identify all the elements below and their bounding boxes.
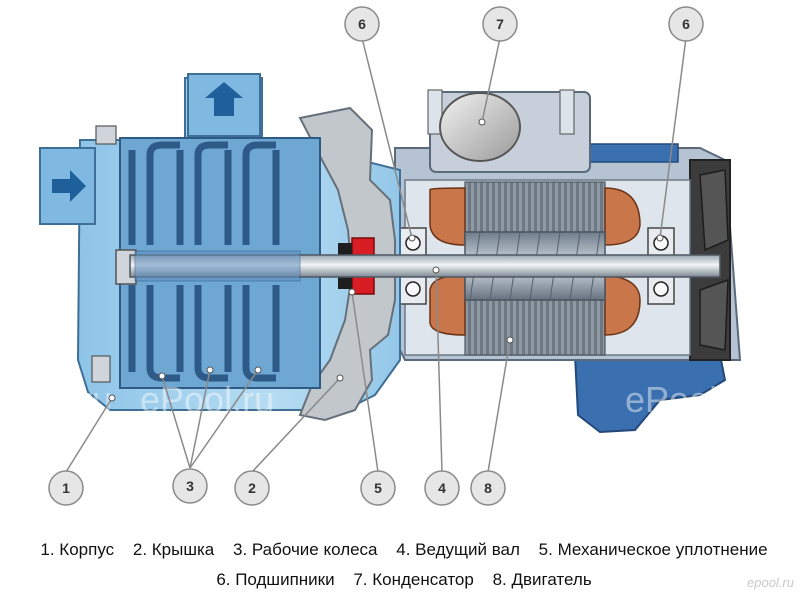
legend-item-cover: 2. Крышка <box>132 540 215 559</box>
stator-bottom <box>464 299 606 356</box>
callout-6-rear-bearing: 6 <box>668 6 704 42</box>
leader-1 <box>65 397 113 473</box>
impellers-lower <box>128 285 280 382</box>
legend-item-bearings: 6. Подшипники <box>216 570 335 589</box>
svg-text:8: 8 <box>484 480 492 496</box>
leader-8 <box>487 339 511 473</box>
winding-right-bottom <box>604 274 641 336</box>
winding-right-top <box>604 187 641 246</box>
leader-3a <box>161 375 191 469</box>
legend-item-capacitor: 7. Конденсатор <box>353 570 474 589</box>
leader-lines <box>65 37 687 473</box>
legend-row-2: 6. Подшипники 7. Конденсатор 8. Двигател… <box>0 570 808 590</box>
stator-top <box>464 181 606 233</box>
shaft-splines <box>134 250 301 282</box>
legend-item-motor: 8. Двигатель <box>492 570 592 589</box>
callout-4: 4 <box>424 470 460 506</box>
svg-text:2: 2 <box>248 480 256 496</box>
capacitor-screw-right <box>559 89 575 135</box>
arrow-right-icon <box>52 170 86 202</box>
leader-6a <box>361 37 413 239</box>
svg-text:4: 4 <box>438 480 446 496</box>
legend-item-impellers: 3. Рабочие колеса <box>233 540 378 559</box>
svg-text:7: 7 <box>496 16 504 32</box>
capacitor <box>439 92 521 162</box>
callout-8: 8 <box>470 470 506 506</box>
impellers-upper <box>128 141 280 245</box>
svg-text:6: 6 <box>358 16 366 32</box>
watermark-4: ePool.ru <box>625 379 759 420</box>
pump-section <box>39 73 401 422</box>
callout-6-front-bearing: 6 <box>344 6 380 42</box>
legend-row-1: 1. Корпус 2. Крышка 3. Рабочие колеса 4.… <box>0 540 808 560</box>
leader-7 <box>481 37 501 123</box>
callout-7: 7 <box>482 6 518 42</box>
callout-5: 5 <box>360 470 396 506</box>
leader-dots <box>108 118 664 402</box>
leader-3b <box>189 369 211 469</box>
callout-2: 2 <box>234 470 270 506</box>
front-bearing-ball-bottom <box>405 281 421 297</box>
cooling-fan <box>699 169 729 351</box>
watermark-3: ePool.ru <box>380 379 514 420</box>
arrow-up-icon <box>205 82 243 116</box>
svg-text:1: 1 <box>62 480 70 496</box>
legend-item-drive-shaft: 4. Ведущий вал <box>396 540 520 559</box>
winding-left-bottom <box>429 274 466 336</box>
callout-3: 3 <box>172 468 208 504</box>
leader-5 <box>351 291 379 473</box>
leader-6b <box>659 37 687 239</box>
svg-text:3: 3 <box>186 478 194 494</box>
motor-top-accent <box>577 143 679 163</box>
rear-bearing-ball-bottom <box>653 281 669 297</box>
leader-3c <box>189 369 259 469</box>
leader-2 <box>251 377 341 473</box>
motor-base <box>573 354 727 434</box>
winding-left-top <box>429 187 466 246</box>
watermarks: ePool.ru ePool.ru ePool.ru ePool.ru <box>0 379 759 420</box>
brand-logo: epool.ru <box>747 575 794 590</box>
watermark-1: ePool.ru <box>0 379 112 420</box>
top-bolt <box>95 125 117 145</box>
legend-item-housing: 1. Корпус <box>40 540 115 559</box>
legend-item-mechanical-seal: 5. Механическое уплотнение <box>538 540 768 559</box>
leader-4 <box>435 269 443 473</box>
svg-text:6: 6 <box>682 16 690 32</box>
callout-1: 1 <box>48 470 84 506</box>
svg-text:5: 5 <box>374 480 382 496</box>
callout-badges: 1 2 3 4 5 6 6 7 <box>48 6 704 506</box>
bottom-bolt <box>91 355 111 383</box>
capacitor-screw-left <box>427 89 443 135</box>
